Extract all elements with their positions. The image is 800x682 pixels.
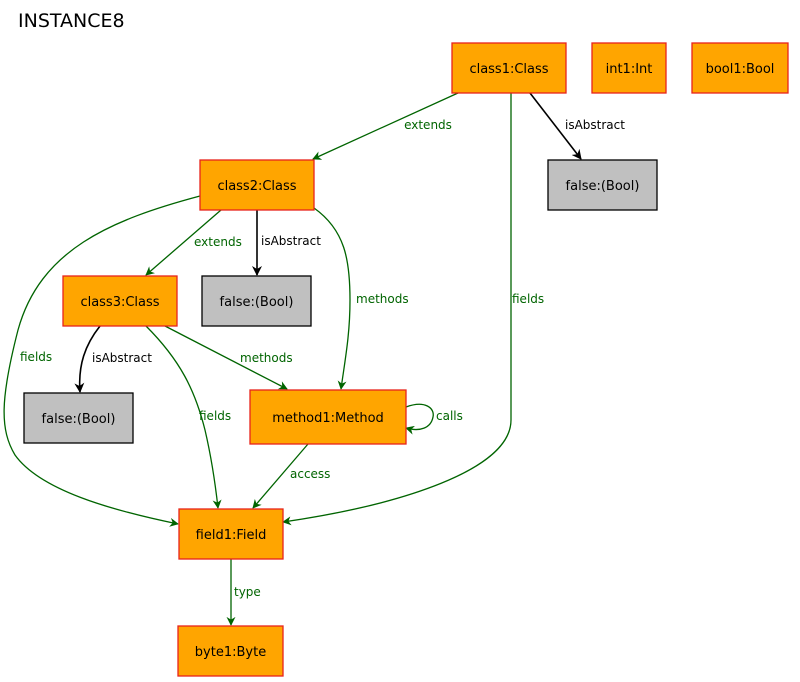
- edge-label: access: [290, 467, 330, 481]
- edge-label: isAbstract: [565, 118, 625, 132]
- node-label: int1:Int: [606, 62, 653, 77]
- edge-class2-fields-field1: fields: [3, 195, 201, 527]
- node-label: class2:Class: [217, 179, 296, 194]
- node-class1: class1:Class: [451, 42, 567, 94]
- edge-label: methods: [356, 292, 409, 306]
- node-int1: int1:Int: [591, 42, 667, 94]
- node-label: false:(Bool): [42, 412, 116, 427]
- node-class3: class3:Class: [62, 275, 178, 327]
- node-falseA: false:(Bool): [547, 159, 658, 211]
- edge-class1-extends-class2: extends: [312, 92, 459, 160]
- edge-label: extends: [194, 235, 242, 249]
- edge-label: fields: [20, 350, 52, 364]
- node-box: [178, 508, 284, 560]
- node-label: method1:Method: [272, 411, 384, 426]
- node-bool1: bool1:Bool: [691, 42, 789, 94]
- edge-line: [145, 209, 222, 276]
- edge-class2-extends-class3: extends: [145, 209, 242, 276]
- edge-class1-fields-field1: fields: [282, 93, 544, 526]
- edge-label: isAbstract: [92, 351, 152, 365]
- node-box: [547, 159, 658, 211]
- edge-class3-isAbstract-falseC: isAbstract: [74, 325, 152, 393]
- edge-class2-methods-method1: methods: [313, 207, 409, 390]
- edge-line: [164, 325, 288, 390]
- node-field1: field1:Field: [178, 508, 284, 560]
- node-label: class1:Class: [469, 62, 548, 77]
- edge-line: [405, 403, 434, 435]
- node-box: [177, 625, 284, 677]
- edge-label: calls: [436, 409, 463, 423]
- edges-layer: extends isAbstract fields extends isAbstract…: [3, 92, 625, 626]
- edge-label: fields: [512, 292, 544, 306]
- node-box: [591, 42, 667, 94]
- edge-class1-isAbstract-falseA: isAbstract: [529, 92, 625, 160]
- node-byte1: byte1:Byte: [177, 625, 284, 677]
- edge-line: [529, 92, 582, 160]
- node-box: [691, 42, 789, 94]
- node-class2: class2:Class: [199, 159, 315, 211]
- edge-line: [3, 195, 201, 527]
- node-falseC: false:(Bool): [23, 392, 134, 444]
- node-box: [62, 275, 178, 327]
- node-label: field1:Field: [196, 528, 267, 543]
- diagram-title: INSTANCE8: [18, 10, 125, 32]
- node-falseB: false:(Bool): [201, 275, 312, 327]
- edge-label: extends: [404, 118, 452, 132]
- node-method1: method1:Method: [249, 389, 407, 445]
- edge-line: [282, 93, 512, 526]
- edge-line: [74, 325, 101, 393]
- edge-field1-type-byte1: type: [226, 559, 261, 626]
- node-label: false:(Bool): [220, 295, 294, 310]
- node-label: class3:Class: [80, 295, 159, 310]
- edge-line: [252, 443, 309, 509]
- edge-label: methods: [240, 351, 293, 365]
- node-box: [249, 389, 407, 445]
- edge-method1-calls-method1: calls: [405, 403, 463, 435]
- edge-class3-fields-field1: fields: [145, 325, 231, 509]
- node-box: [451, 42, 567, 94]
- node-box: [23, 392, 134, 444]
- node-box: [201, 275, 312, 327]
- edge-method1-access-field1: access: [252, 443, 330, 509]
- node-label: byte1:Byte: [195, 645, 266, 660]
- edge-class3-methods-method1: methods: [164, 325, 293, 390]
- edge-label: type: [234, 585, 261, 599]
- edge-label: isAbstract: [261, 234, 321, 248]
- edge-label: fields: [199, 409, 231, 423]
- node-box: [199, 159, 315, 211]
- edge-line: [312, 92, 459, 160]
- edge-class2-isAbstract-falseB: isAbstract: [252, 210, 321, 276]
- node-label: bool1:Bool: [706, 62, 775, 77]
- nodes-layer: class1:Class int1:Int bool1:Bool false:(Boo…: [23, 42, 789, 677]
- node-label: false:(Bool): [566, 179, 640, 194]
- edge-line: [313, 207, 351, 390]
- edge-line: [145, 325, 222, 509]
